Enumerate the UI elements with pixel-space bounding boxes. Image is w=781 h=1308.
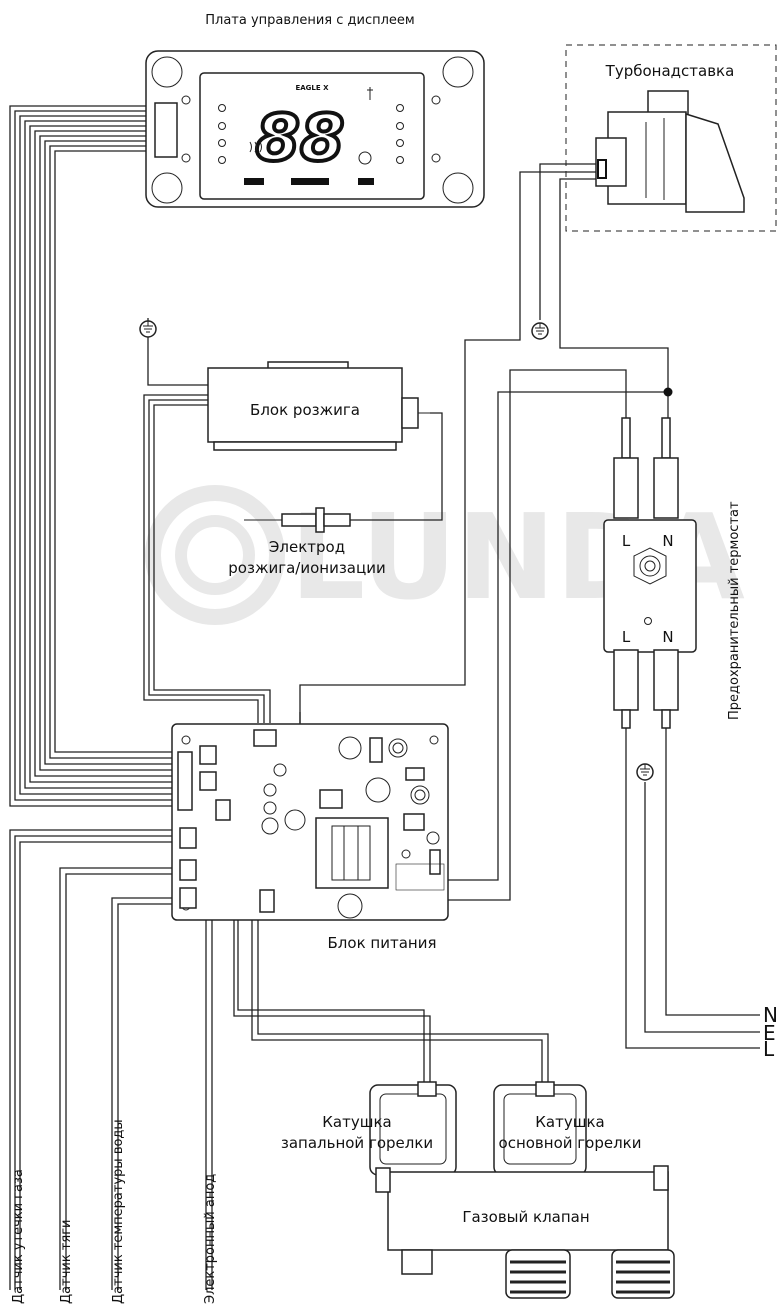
display-digits: 88 xyxy=(255,102,344,176)
display-board-title: Плата управления с дисплеем xyxy=(205,13,414,28)
display-board: Плата управления с дисплеем EAGLE X 88 xyxy=(145,13,485,208)
thermostat-terminal-n-top: N xyxy=(662,532,673,550)
ground-symbol-turbo xyxy=(531,322,549,340)
coil-main-label-line2: основной горелки xyxy=(499,1134,642,1152)
electrode-label-line2: розжига/ионизации xyxy=(228,559,385,577)
display-indicator-icons xyxy=(218,87,404,165)
power-block-label: Блок питания xyxy=(328,934,437,952)
power-board: Блок питания xyxy=(171,723,449,952)
electrode-label-line1: Электрод xyxy=(269,538,345,556)
ignition-block: Блок розжига xyxy=(207,361,430,451)
display-bar-segments xyxy=(244,178,374,185)
turbo-unit: Турбонадставка xyxy=(565,44,777,232)
sensor-water-temp-label: Датчик температуры воды xyxy=(111,1119,126,1304)
ignition-block-label: Блок розжига xyxy=(250,401,360,419)
ground-symbol-ignition xyxy=(139,320,157,338)
coil-main xyxy=(493,1081,587,1176)
sensor-labels: Датчик утечки газа Датчик тяги Датчик те… xyxy=(11,1119,218,1304)
coil-pilot xyxy=(369,1081,457,1176)
junction-dot xyxy=(663,387,673,397)
coil-pilot-label-line1: Катушка xyxy=(322,1113,391,1131)
ground-symbol-mains xyxy=(636,763,654,781)
display-screen xyxy=(199,72,425,200)
gas-valve-label: Газовый клапан xyxy=(462,1208,589,1226)
thermostat-label: Предохранительный термостат xyxy=(727,501,742,720)
gas-valve-assembly: Газовый клапан xyxy=(369,1081,675,1299)
gas-valve-body xyxy=(387,1171,669,1251)
display-connector xyxy=(154,102,178,158)
ignition-electrode: Электрод розжига/ионизации xyxy=(228,507,386,577)
power-board-main-connector xyxy=(177,751,193,811)
thermostat-terminal-l-bottom: L xyxy=(622,628,631,646)
display-brand: EAGLE X xyxy=(295,84,329,92)
mains-l-label: L xyxy=(763,1037,775,1061)
thermostat-terminal-n-bottom: N xyxy=(662,628,673,646)
mains-terminals: N E L xyxy=(763,1003,778,1061)
sensor-gas-leak-label: Датчик утечки газа xyxy=(11,1169,26,1304)
safety-thermostat: L N L N Предохранительный термостат xyxy=(603,417,742,729)
mains-n-label: N xyxy=(763,1003,778,1027)
sensor-draft-label: Датчик тяги xyxy=(59,1220,74,1304)
coil-pilot-label-line2: запальной горелки xyxy=(281,1134,433,1152)
sensor-electronic-anode-label: Электронный анод xyxy=(203,1174,218,1304)
turbo-label: Турбонадставка xyxy=(605,62,735,80)
mains-e-label: E xyxy=(763,1021,776,1045)
coil-main-label-line1: Катушка xyxy=(535,1113,604,1131)
thermostat-terminal-l-top: L xyxy=(622,532,631,550)
